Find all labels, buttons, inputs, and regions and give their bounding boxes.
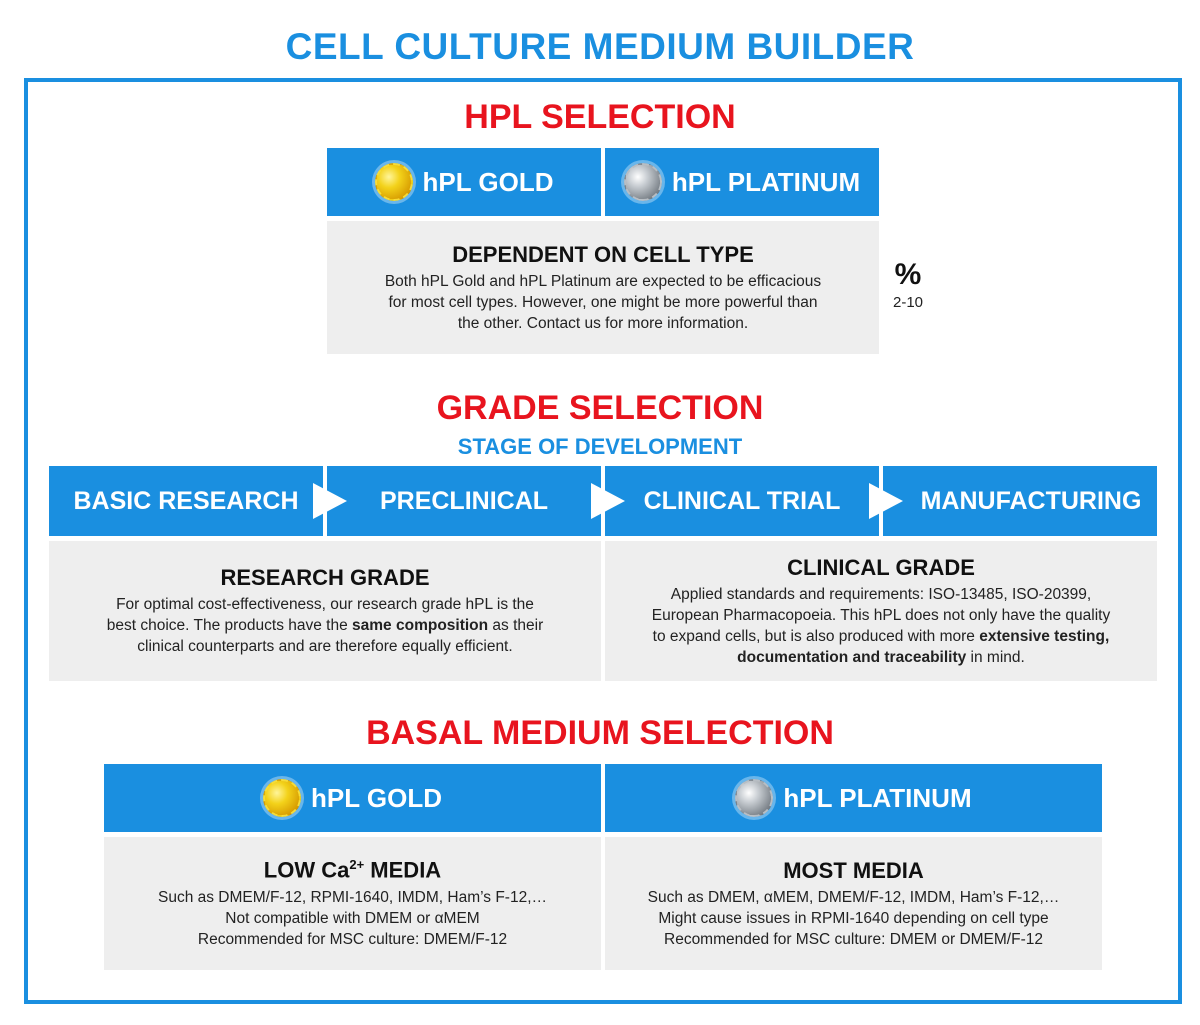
gold-media-line: Such as DMEM/F-12, RPMI-1640, IMDM, Ham’… bbox=[157, 888, 548, 906]
percent-symbol: % bbox=[894, 258, 922, 291]
stage-subheading: STAGE OF DEVELOPMENT bbox=[457, 434, 743, 459]
clinical-line: documentation and traceability in mind. bbox=[652, 647, 1110, 668]
platinum-media-line: Might cause issues in RPMI-1640 dependin… bbox=[658, 909, 1049, 927]
research-line-part: as their bbox=[488, 617, 544, 634]
clinical-grade-text: Applied standards and requirements: ISO-… bbox=[652, 584, 1110, 668]
cell-type-title: DEPENDENT ON CELL TYPE bbox=[452, 241, 754, 267]
percent-indicator: % 2-10 bbox=[880, 258, 936, 311]
research-grade-text: For optimal cost-effectiveness, our rese… bbox=[107, 594, 544, 657]
research-grade-panel: RESEARCH GRADE For optimal cost-effectiv… bbox=[49, 541, 601, 681]
stage-basic-research[interactable]: BASIC RESEARCH bbox=[49, 466, 323, 536]
research-grade-title: RESEARCH GRADE bbox=[220, 565, 430, 590]
research-line: clinical counterparts and are therefore … bbox=[137, 638, 513, 655]
platinum-media-line: Such as DMEM, αMEM, DMEM/F-12, IMDM, Ham… bbox=[647, 888, 1060, 906]
hpl-platinum-label: hPL PLATINUM bbox=[671, 166, 861, 197]
clinical-line: to expand cells, but is also produced wi… bbox=[652, 626, 1110, 647]
research-emphasis: same composition bbox=[352, 617, 489, 634]
low-ca-media-title: LOW Ca2+ MEDIA bbox=[264, 857, 441, 883]
hpl-gold-tab[interactable]: hPL GOLD bbox=[327, 148, 601, 216]
clinical-grade-panel: CLINICAL GRADE Applied standards and req… bbox=[605, 541, 1157, 681]
basal-gold-tab[interactable]: hPL GOLD bbox=[104, 764, 601, 832]
cell-type-panel: DEPENDENT ON CELL TYPE Both hPL Gold and… bbox=[327, 221, 879, 354]
clinical-line: European Pharmacopoeia. This hPL does no… bbox=[651, 606, 1111, 624]
most-media-panel: MOST MEDIA Such as DMEM, αMEM, DMEM/F-12… bbox=[605, 837, 1102, 970]
hpl-gold-label: hPL GOLD bbox=[422, 166, 554, 197]
basal-platinum-tab[interactable]: hPL PLATINUM bbox=[605, 764, 1102, 832]
hpl-selection-heading: HPL SELECTION bbox=[464, 98, 736, 136]
stage-clinical-trial[interactable]: CLINICAL TRIAL bbox=[605, 466, 879, 536]
arrow-right-icon bbox=[591, 483, 625, 519]
gold-media-line: Recommended for MSC culture: DMEM/F-12 bbox=[197, 930, 508, 948]
low-ca-title-sup: 2+ bbox=[349, 857, 365, 873]
research-line: For optimal cost-effectiveness, our rese… bbox=[116, 596, 534, 613]
cell-type-text: Both hPL Gold and hPL Platinum are expec… bbox=[385, 271, 821, 334]
arrow-right-icon bbox=[869, 483, 903, 519]
stage-manufacturing[interactable]: MANUFACTURING bbox=[883, 466, 1157, 536]
clinical-emphasis: documentation and traceability bbox=[737, 648, 967, 666]
clinical-line: Applied standards and requirements: ISO-… bbox=[670, 585, 1092, 603]
clinical-grade-title: CLINICAL GRADE bbox=[787, 554, 975, 580]
stage-preclinical[interactable]: PRECLINICAL bbox=[327, 466, 601, 536]
page-title: CELL CULTURE MEDIUM BUILDER bbox=[285, 26, 915, 67]
arrow-right-icon bbox=[313, 483, 347, 519]
clinical-emphasis: extensive testing, bbox=[979, 627, 1110, 645]
cell-type-line: Both hPL Gold and hPL Platinum are expec… bbox=[384, 272, 822, 290]
low-ca-media-panel: LOW Ca2+ MEDIA Such as DMEM/F-12, RPMI-1… bbox=[104, 837, 601, 970]
gold-medal-icon bbox=[374, 163, 413, 201]
platinum-medal-icon bbox=[735, 779, 774, 817]
clinical-line-part: to expand cells, but is also produced wi… bbox=[652, 627, 980, 645]
cell-type-line: for most cell types. However, one might … bbox=[388, 293, 818, 311]
platinum-medal-icon bbox=[623, 163, 662, 201]
grade-selection-heading: GRADE SELECTION bbox=[436, 389, 764, 427]
most-media-title: MOST MEDIA bbox=[783, 857, 924, 883]
clinical-line-part: in mind. bbox=[966, 648, 1025, 666]
most-media-text: Such as DMEM, αMEM, DMEM/F-12, IMDM, Ham… bbox=[648, 887, 1060, 950]
research-line: best choice. The products have the same … bbox=[107, 615, 544, 636]
basal-medium-heading: BASAL MEDIUM SELECTION bbox=[366, 714, 834, 752]
gold-medal-icon bbox=[263, 779, 302, 817]
hpl-platinum-tab[interactable]: hPL PLATINUM bbox=[605, 148, 879, 216]
cell-type-line: the other. Contact us for more informati… bbox=[457, 314, 749, 332]
percent-range: 2-10 bbox=[892, 294, 924, 311]
low-ca-title-pre: LOW Ca bbox=[263, 857, 350, 883]
basal-platinum-label: hPL PLATINUM bbox=[783, 782, 972, 813]
gold-media-line: Not compatible with DMEM or αMEM bbox=[225, 909, 480, 927]
builder-frame bbox=[24, 78, 1182, 1004]
low-ca-title-post: MEDIA bbox=[364, 857, 442, 883]
basal-gold-label: hPL GOLD bbox=[311, 782, 442, 813]
research-line-part: best choice. The products have the bbox=[106, 617, 353, 634]
low-ca-media-text: Such as DMEM/F-12, RPMI-1640, IMDM, Ham’… bbox=[158, 887, 547, 950]
platinum-media-line: Recommended for MSC culture: DMEM or DME… bbox=[664, 930, 1043, 948]
